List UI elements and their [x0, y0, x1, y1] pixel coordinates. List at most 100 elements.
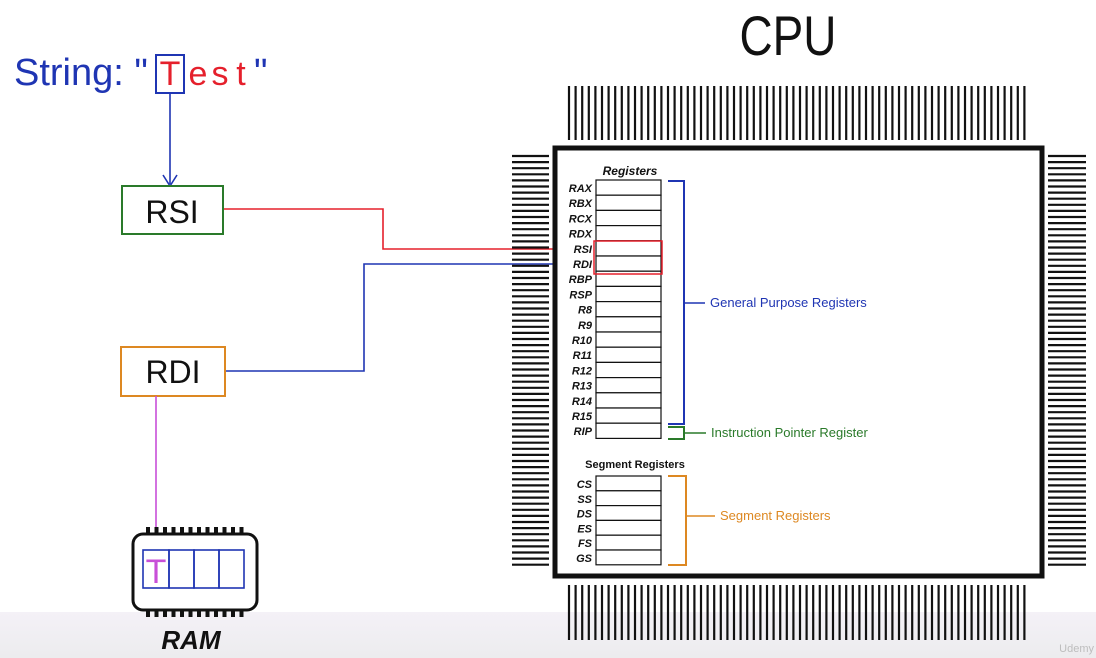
segment-register-label: DS — [577, 509, 593, 521]
register-label: R11 — [573, 350, 592, 362]
string-char: t — [236, 55, 246, 93]
segment-register-cell — [595, 475, 662, 492]
ram-pin-top — [180, 527, 184, 536]
ram-pin-bottom — [214, 608, 218, 617]
general-registers: RAX RBX RCX RDX RSI RDI RBP RSP R8R9R10R11R12R13… — [569, 179, 662, 440]
segment-register-label: CS — [577, 479, 593, 491]
ram-pin-top — [239, 527, 244, 536]
register-cell — [595, 301, 662, 318]
ram-pins — [146, 527, 244, 617]
ram-pin-bottom — [171, 608, 176, 617]
register-label: RBX — [569, 198, 593, 210]
segment-registers-annotation: Segment Registers — [720, 508, 831, 523]
segment-register-cell — [595, 505, 662, 522]
segment-register-label: SS — [577, 494, 592, 506]
register-label: R13 — [572, 381, 592, 393]
ram-pin-top — [222, 527, 227, 536]
string-close-quote: " — [254, 52, 268, 94]
rsi-box — [121, 185, 224, 235]
segment-registers-bracket — [668, 475, 687, 566]
ram-first-cell-value: T — [146, 553, 167, 591]
segment-register-label: ES — [577, 523, 592, 535]
register-label: R8 — [578, 305, 593, 317]
ram-pin-top — [146, 527, 150, 536]
ram-pin-bottom — [197, 608, 201, 617]
rsi-rdi-highlight — [593, 240, 663, 275]
register-cell — [595, 179, 662, 196]
ram-pin-top — [163, 527, 167, 536]
ram-chip — [131, 532, 259, 612]
register-cell — [595, 316, 662, 333]
segment-register-cell — [595, 534, 662, 551]
register-label: R12 — [572, 365, 592, 377]
string-char: s — [212, 55, 229, 93]
register-label: RSI — [574, 244, 593, 256]
register-label: RDX — [569, 229, 593, 241]
register-cell — [595, 346, 662, 364]
rdi-box-label: RDI — [145, 354, 200, 390]
register-label: RAX — [569, 183, 593, 195]
register-label: R9 — [578, 320, 593, 332]
ram-pin-bottom — [188, 608, 193, 617]
register-cell — [595, 422, 662, 440]
segment-registers-title: Segment Registers — [585, 459, 685, 471]
string-char: T — [160, 55, 181, 93]
udemy-watermark: Udemy — [1059, 643, 1094, 655]
general-registers-annotation: General Purpose Registers — [710, 295, 867, 310]
register-label: RBP — [569, 274, 593, 286]
ram-pin-bottom — [231, 608, 235, 617]
ram-pin-bottom — [180, 608, 184, 617]
register-cell — [595, 209, 662, 227]
register-label: R10 — [572, 335, 593, 347]
cpu-pins — [512, 86, 1086, 640]
segment-register-cell — [595, 490, 662, 507]
registers-title: Registers — [603, 164, 658, 178]
ram-pin-bottom — [205, 608, 210, 617]
rsi-box-label: RSI — [145, 194, 198, 230]
segment-register-label: GS — [576, 553, 593, 565]
register-label: R14 — [572, 396, 592, 408]
segment-register-label: FS — [578, 538, 593, 550]
ram-pin-top — [188, 527, 193, 536]
ram-pin-top — [231, 527, 235, 536]
ram-pin-bottom — [154, 608, 159, 617]
rsi-connection-line — [224, 208, 592, 250]
register-label: R15 — [572, 411, 593, 423]
register-cell — [595, 194, 662, 211]
register-label: RIP — [574, 426, 593, 438]
ram-pin-top — [171, 527, 176, 536]
ram-pin-bottom — [222, 608, 227, 617]
register-cell — [595, 285, 662, 303]
string-label: String: " — [14, 52, 148, 94]
ram-pin-bottom — [163, 608, 167, 617]
register-label: RDI — [573, 259, 593, 271]
segment-register-cell — [595, 519, 662, 536]
ram-pin-top — [205, 527, 210, 536]
segment-register-cell — [595, 549, 662, 566]
player-bottom-bar — [0, 612, 1096, 658]
cpu-title: CPU — [740, 5, 837, 67]
ram-pin-top — [197, 527, 201, 536]
ram-pin-bottom — [239, 608, 244, 617]
register-cell — [595, 361, 662, 379]
register-cell — [595, 331, 662, 348]
rdi-connection-line — [226, 263, 592, 372]
register-cell — [595, 240, 662, 257]
register-label: RCX — [569, 213, 593, 225]
ram-pin-top — [214, 527, 218, 536]
register-cell — [595, 225, 662, 242]
segment-registers: CS SS DS ES FS GS — [576, 475, 662, 566]
register-cell — [595, 377, 662, 394]
ram-label: RAM — [161, 625, 222, 655]
rdi-box — [120, 346, 226, 397]
ram-cell — [218, 549, 245, 589]
register-label: RSP — [569, 289, 592, 301]
register-cell — [595, 255, 662, 272]
string-char: e — [189, 55, 208, 93]
register-cell — [595, 407, 662, 424]
ram-pin-top — [154, 527, 159, 536]
ram-pin-bottom — [146, 608, 150, 617]
ip-register-annotation: Instruction Pointer Register — [711, 425, 868, 440]
